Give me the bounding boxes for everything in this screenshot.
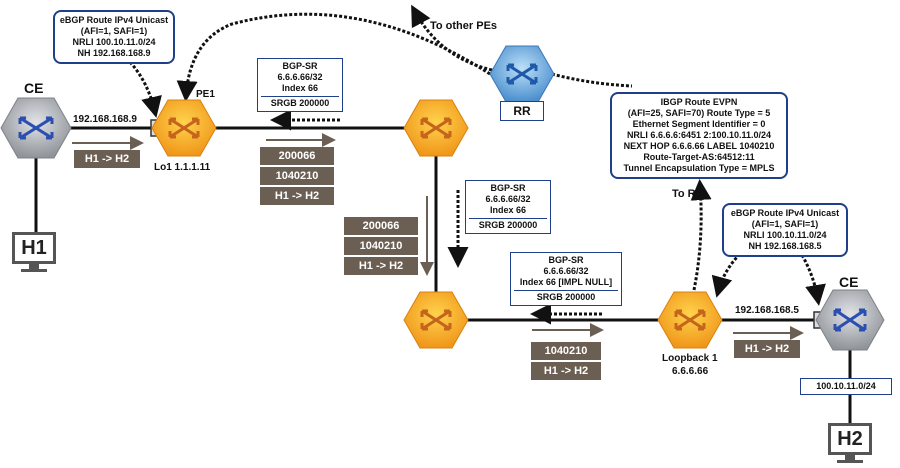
bubble-line: (AFI=1, SAFI=1) [751, 219, 819, 229]
bubble-line: NH 192.168.168.9 [77, 48, 151, 58]
loopback-ip-label: 6.6.6.66 [672, 366, 709, 377]
ce-right-label: CE [839, 274, 859, 290]
bubble-line: (AFI=1, SAFI=1) [80, 26, 148, 36]
to-other-pes-label: To other PEs [430, 20, 498, 32]
bubble-line: Tunnel Encapsulation Type = MPLS [623, 163, 775, 173]
label-stack-middle-0: 200066 [344, 217, 418, 235]
bgp-sr-box-bottom: BGP-SR 6.6.6.66/32 Index 66 [IMPL NULL] … [510, 252, 622, 306]
bubble-line: NRLI 100.10.11.0/24 [72, 37, 156, 47]
rr-label-text: RR [513, 104, 531, 118]
srgb-label: SRGB 200000 [469, 218, 547, 231]
bgp-sr-line: BGP-SR [490, 183, 526, 193]
bgp-sr-line: Index 66 [IMPL NULL] [519, 277, 613, 287]
label-stack-top-0: 200066 [260, 147, 334, 165]
rr-label: RR [500, 101, 544, 121]
bgp-sr-line: BGP-SR [548, 255, 584, 265]
monitor-base [837, 460, 863, 463]
srgb-label: SRGB 200000 [514, 290, 618, 303]
host-h2[interactable]: H2 [828, 423, 872, 465]
label-stack-middle-1: 1040210 [344, 237, 418, 255]
bgp-sr-line: BGP-SR [282, 61, 318, 71]
router-p1[interactable] [403, 99, 469, 157]
router-p2[interactable] [403, 291, 469, 349]
router-pe2[interactable] [657, 291, 723, 349]
bgp-sr-box-top: BGP-SR 6.6.6.66/32 Index 66 SRGB 200000 [257, 58, 343, 112]
right-ip-label: 192.168.168.5 [735, 305, 799, 316]
bubble-line: NEXT HOP 6.6.6.66 LABEL 1040210 [623, 141, 775, 151]
bgp-sr-line: 6.6.6.66/32 [277, 72, 323, 82]
label-stack-bottom-1: H1 -> H2 [531, 362, 601, 380]
label-stack-bottom-0: 1040210 [531, 342, 601, 360]
bgp-sr-line: 6.6.6.66/32 [543, 266, 589, 276]
rr-to-pe1-arrow [176, 12, 491, 102]
host-h1-screen: H1 [12, 232, 56, 264]
bubble-line: Ethernet Segment Identifier = 0 [632, 119, 766, 129]
bubble-line: eBGP Route IPv4 Unicast [730, 208, 840, 218]
label-stack-ce-left-0: H1 -> H2 [74, 150, 140, 168]
router-ce-right[interactable] [815, 289, 885, 351]
bgp-sr-line: Index 66 [489, 205, 527, 215]
prefix-text: 100.10.11.0/24 [816, 381, 876, 391]
bubble-line: eBGP Route IPv4 Unicast [59, 15, 169, 25]
rr-to-evpn-bubble-arrow [551, 72, 633, 88]
monitor-stand [29, 264, 39, 270]
host-h2-screen: H2 [828, 423, 872, 455]
bgp-sr-line: 6.6.6.66/32 [485, 194, 531, 204]
router-ce-left[interactable] [0, 97, 72, 159]
label-stack-top-1: 1040210 [260, 167, 334, 185]
bubble-line: NH 192.168.168.5 [748, 241, 822, 251]
bubble-line: NRLI 6.6.6.6:6451 2:100.10.11.0/24 [626, 130, 772, 140]
monitor-base [21, 269, 47, 272]
bgp-sr-line: Index 66 [281, 83, 319, 93]
ce-left-label: CE [24, 80, 44, 96]
loopback-label: Loopback 1 [662, 353, 718, 364]
pe1-label: PE1 [196, 89, 215, 100]
prefix-box: 100.10.11.0/24 [800, 378, 892, 395]
router-pe1[interactable] [151, 99, 217, 157]
label-stack-middle-2: H1 -> H2 [344, 257, 418, 275]
srgb-label: SRGB 200000 [261, 96, 339, 109]
ebgp-route-bubble-right: eBGP Route IPv4 Unicast (AFI=1, SAFI=1) … [722, 203, 848, 257]
pe2-to-rr-arrow [690, 179, 712, 291]
router-rr[interactable] [489, 45, 555, 103]
bubble-line: Route-Target-AS:64512:11 [643, 152, 755, 162]
label-stack-ce-right-0: H1 -> H2 [734, 340, 800, 358]
pe1-loopback-label: Lo1 1.1.1.11 [154, 162, 211, 173]
host-h1[interactable]: H1 [12, 232, 56, 274]
ibgp-evpn-bubble: IBGP Route EVPN (AFI=25, SAFI=70) Route … [610, 92, 788, 179]
bgp-sr-box-middle: BGP-SR 6.6.6.66/32 Index 66 SRGB 200000 [465, 180, 551, 234]
bubble-arrow-right-ce [800, 254, 826, 306]
bubble-arrow-left [128, 60, 162, 118]
to-rr-label: To RR [672, 188, 704, 200]
ebgp-route-bubble-left: eBGP Route IPv4 Unicast (AFI=1, SAFI=1) … [53, 10, 175, 64]
bubble-line: NRLI 100.10.11.0/24 [743, 230, 827, 240]
label-stack-top-2: H1 -> H2 [260, 187, 334, 205]
rr-to-other-pes-arrow [411, 4, 493, 72]
left-ip-label: 192.168.168.9 [73, 114, 137, 125]
bubble-line: (AFI=25, SAFI=70) Route Type = 5 [627, 108, 771, 118]
monitor-stand [845, 455, 855, 461]
bubble-line: IBGP Route EVPN [660, 97, 738, 107]
bubble-arrow-right-pe2 [711, 252, 742, 298]
